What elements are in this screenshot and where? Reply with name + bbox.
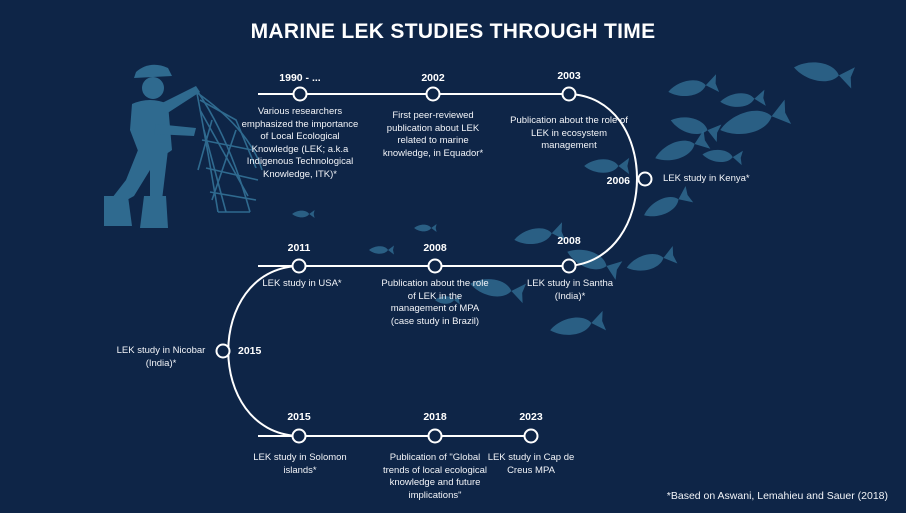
- event-year: 2002: [421, 72, 445, 84]
- node-1990: [292, 86, 308, 102]
- event-description: LEK study in Cap de Creus MPA: [487, 452, 575, 476]
- event-description: Publication about the role of LEK in eco…: [510, 115, 628, 151]
- fish-icon: [514, 222, 566, 245]
- node-2015-solomon: [291, 428, 307, 444]
- event-year: 2015: [287, 411, 311, 423]
- node-2003: [561, 86, 577, 102]
- event-description: LEK study in USA*: [262, 278, 342, 289]
- node-2008-brazil: [427, 258, 443, 274]
- fish-icon: [668, 74, 720, 97]
- event-year: 2023: [519, 411, 543, 423]
- event-description: LEK study in Nicobar (India)*: [116, 345, 206, 369]
- fish-icon: [292, 209, 315, 219]
- fish-icon: [584, 157, 630, 175]
- event-description: LEK study in Solomon islands*: [253, 452, 347, 476]
- fish-school: [292, 62, 855, 335]
- footnote: *Based on Aswani, Lemahieu and Sauer (20…: [666, 490, 888, 502]
- fish-icon: [644, 186, 694, 217]
- fish-icon: [720, 89, 766, 107]
- node-2023: [523, 428, 539, 444]
- fish-icon: [702, 149, 743, 166]
- fishing-net-icon: [195, 87, 263, 213]
- fish-icon: [435, 295, 460, 305]
- node-2011: [291, 258, 307, 274]
- event-year: 1990 - ...: [279, 72, 321, 84]
- fisherman-with-net-icon: [104, 64, 200, 228]
- event-year: 2018: [423, 411, 447, 423]
- page-title: MARINE LEK STUDIES THROUGH TIME: [250, 20, 656, 43]
- event-year: 2003: [557, 70, 581, 82]
- node-2006: [637, 171, 653, 187]
- timeline-nodes: [215, 86, 653, 444]
- fish-icon: [655, 130, 711, 161]
- node-2002: [425, 86, 441, 102]
- fish-icon: [626, 246, 678, 271]
- fish-icon: [414, 223, 437, 233]
- event-year: 2011: [287, 242, 311, 254]
- event-description: LEK study in Kenya*: [663, 173, 750, 184]
- fish-icon: [369, 245, 394, 255]
- event-description: Various researchers emphasized the impor…: [241, 106, 359, 180]
- event-description: Publication of "Global trends of local e…: [382, 452, 488, 501]
- event-description: First peer-reviewed publication about LE…: [382, 110, 484, 159]
- node-2015-nicobar: [215, 343, 231, 359]
- event-description: LEK study in Santha (India)*: [526, 278, 614, 302]
- fish-icon: [794, 62, 855, 89]
- node-2008-santha: [561, 258, 577, 274]
- event-year: 2006: [606, 175, 630, 187]
- fish-icon: [670, 117, 722, 142]
- fish-icon: [470, 279, 527, 304]
- event-year: 2015: [238, 345, 262, 357]
- event-year: 2008: [557, 235, 581, 247]
- event-year: 2008: [423, 242, 447, 254]
- node-2018: [427, 428, 443, 444]
- fish-icon: [720, 99, 792, 134]
- event-description: Publication about the role of LEK in the…: [381, 278, 489, 327]
- fish-icon: [567, 249, 623, 280]
- fish-icon: [550, 310, 607, 335]
